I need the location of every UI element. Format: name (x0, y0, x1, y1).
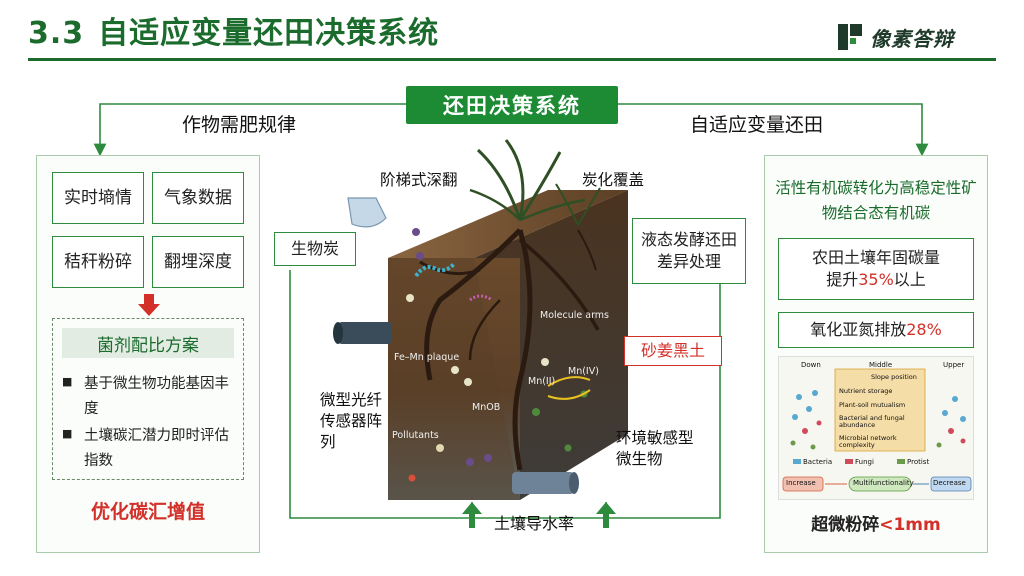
increase-label: Increase (786, 479, 816, 487)
n2o-emission-label: 氧化亚氮排放 (810, 320, 907, 340)
crop-fertilizer-label: 作物需肥规律 (182, 114, 297, 136)
liquid-ferment-box: 液态发酵还田差异处理 (632, 218, 746, 284)
microbiome-figure: Down Middle Upper Slope position Nutrien… (778, 356, 974, 500)
agent-plan-heading: 菌剂配比方案 (62, 328, 234, 358)
carbon-fixation-value: 35% (858, 270, 894, 289)
box-soil-moisture: 实时墒情 (52, 172, 144, 224)
up-arrow-icon (596, 502, 616, 528)
layer-nutrient: Nutrient storage (839, 387, 893, 395)
down-arrow-icon (138, 294, 160, 316)
box-weather: 气象数据 (152, 172, 244, 224)
optimize-carbon-label: 优化碳汇增值 (90, 501, 205, 523)
legend-bacteria: Bacteria (803, 458, 833, 466)
box-straw-crush: 秸秆粉碎 (52, 236, 144, 288)
molecule-arms-label: Molecule arms (540, 310, 610, 321)
title-rule (28, 58, 996, 61)
femn-plaque-label: Fe–Mn plaque (394, 352, 460, 363)
carbon-conversion-text: 活性有机碳转化为高稳定性矿物结合态有机碳 (775, 179, 977, 222)
layer-mutualism: Plant-soil mutualism (839, 401, 906, 409)
soil-conductivity-label: 土壤导水率 (494, 514, 575, 533)
deep-tillage-label: 阶梯式深翻 (380, 171, 458, 189)
box-bury-depth: 翻埋深度 (152, 236, 244, 288)
logo-mark-icon (838, 24, 862, 50)
fiber-sensor-label: 微型光纤传感器阵列 (320, 391, 383, 451)
microbiome-figure-art (782, 368, 972, 492)
logo-text: 像素答辩 (870, 26, 954, 51)
ultrafine-crush-value: <1mm (879, 515, 941, 535)
n2o-emission-value: 28% (906, 320, 942, 340)
col-middle-label: Middle (869, 361, 893, 369)
legend-protist: Protist (907, 458, 930, 466)
decision-system-title: 还田决策系统 (406, 86, 618, 124)
biochar-box: 生物炭 (274, 232, 356, 266)
up-arrow-icon (462, 502, 482, 528)
logo: 像素答辩 (836, 20, 996, 54)
col-upper-label: Upper (943, 361, 965, 369)
bullet-carbon-index: 土壤碳汇潜力即时评估指数 (62, 424, 238, 475)
decrease-label: Decrease (933, 479, 966, 487)
agent-plan-frame (52, 318, 244, 480)
col-down-label: Down (801, 361, 821, 369)
ultrafine-crush-label: 超微粉碎<1mm (811, 515, 941, 535)
pollutants-label: Pollutants (392, 430, 439, 441)
mnob-label: MnOB (472, 402, 501, 413)
carbon-cover-label: 炭化覆盖 (582, 171, 645, 189)
bullet-gene-abundance: 基于微生物功能基因丰度 (62, 372, 238, 423)
carbon-fixation-value-line: 提升35%以上 (826, 270, 926, 289)
sensitive-microbe-label: 环境敏感型微生物 (616, 429, 694, 468)
carbon-fixation-box: 农田土壤年固碳量 提升35%以上 (778, 238, 974, 300)
multifunctionality-label: Multifunctionality (853, 479, 914, 487)
carbon-fixation-label: 农田土壤年固碳量 (811, 248, 940, 268)
shajiang-soil-box: 砂姜黑土 (624, 336, 722, 366)
layer-abundance: Bacterial and fungal abundance (839, 414, 905, 430)
layer-slope: Slope position (871, 373, 917, 381)
mn4-label: Mn(IV) (568, 366, 599, 377)
page-title: 3.3 自适应变量还田决策系统 (28, 8, 439, 52)
legend-fungi: Fungi (855, 458, 874, 466)
adaptive-return-label: 自适应变量还田 (690, 114, 824, 136)
mn2-label: Mn(II) (528, 376, 556, 387)
title-text: 自适应变量还田决策系统 (98, 16, 440, 51)
layer-network: Microbial network complexity (839, 434, 897, 450)
title-number: 3.3 (28, 16, 85, 51)
